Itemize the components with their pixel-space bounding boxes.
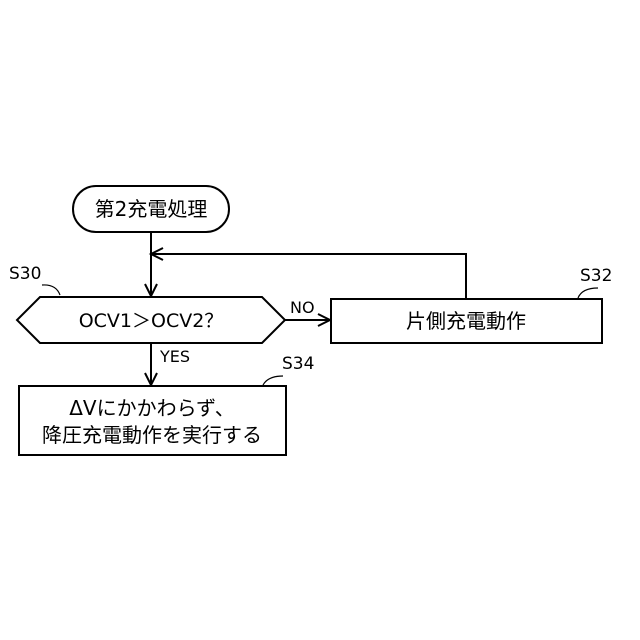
process-s34-line-1: ΔVにかかわらず、 (69, 396, 235, 420)
leader-s32 (578, 288, 598, 298)
step-label-s30: S30 (9, 264, 41, 284)
branch-no-label: NO (290, 298, 315, 317)
process-s32-label: 片側充電動作 (406, 309, 526, 333)
leader-s34 (263, 376, 283, 385)
connector-loop-back (151, 254, 466, 299)
process-s32: 片側充電動作 (331, 299, 602, 343)
process-s34: ΔVにかかわらず、 降圧充電動作を実行する (19, 386, 286, 455)
leader-s30 (42, 285, 60, 295)
branch-yes-label: YES (159, 347, 190, 366)
start-terminal-label: 第2充電処理 (95, 197, 208, 221)
decision-label: OCV1＞OCV2？ (79, 310, 224, 332)
start-terminal: 第2充電処理 (73, 186, 229, 232)
step-label-s32: S32 (580, 266, 612, 286)
decision-node: OCV1＞OCV2？ (17, 297, 285, 343)
process-s34-line-2: 降圧充電動作を実行する (42, 423, 262, 447)
step-label-s34: S34 (282, 354, 314, 374)
